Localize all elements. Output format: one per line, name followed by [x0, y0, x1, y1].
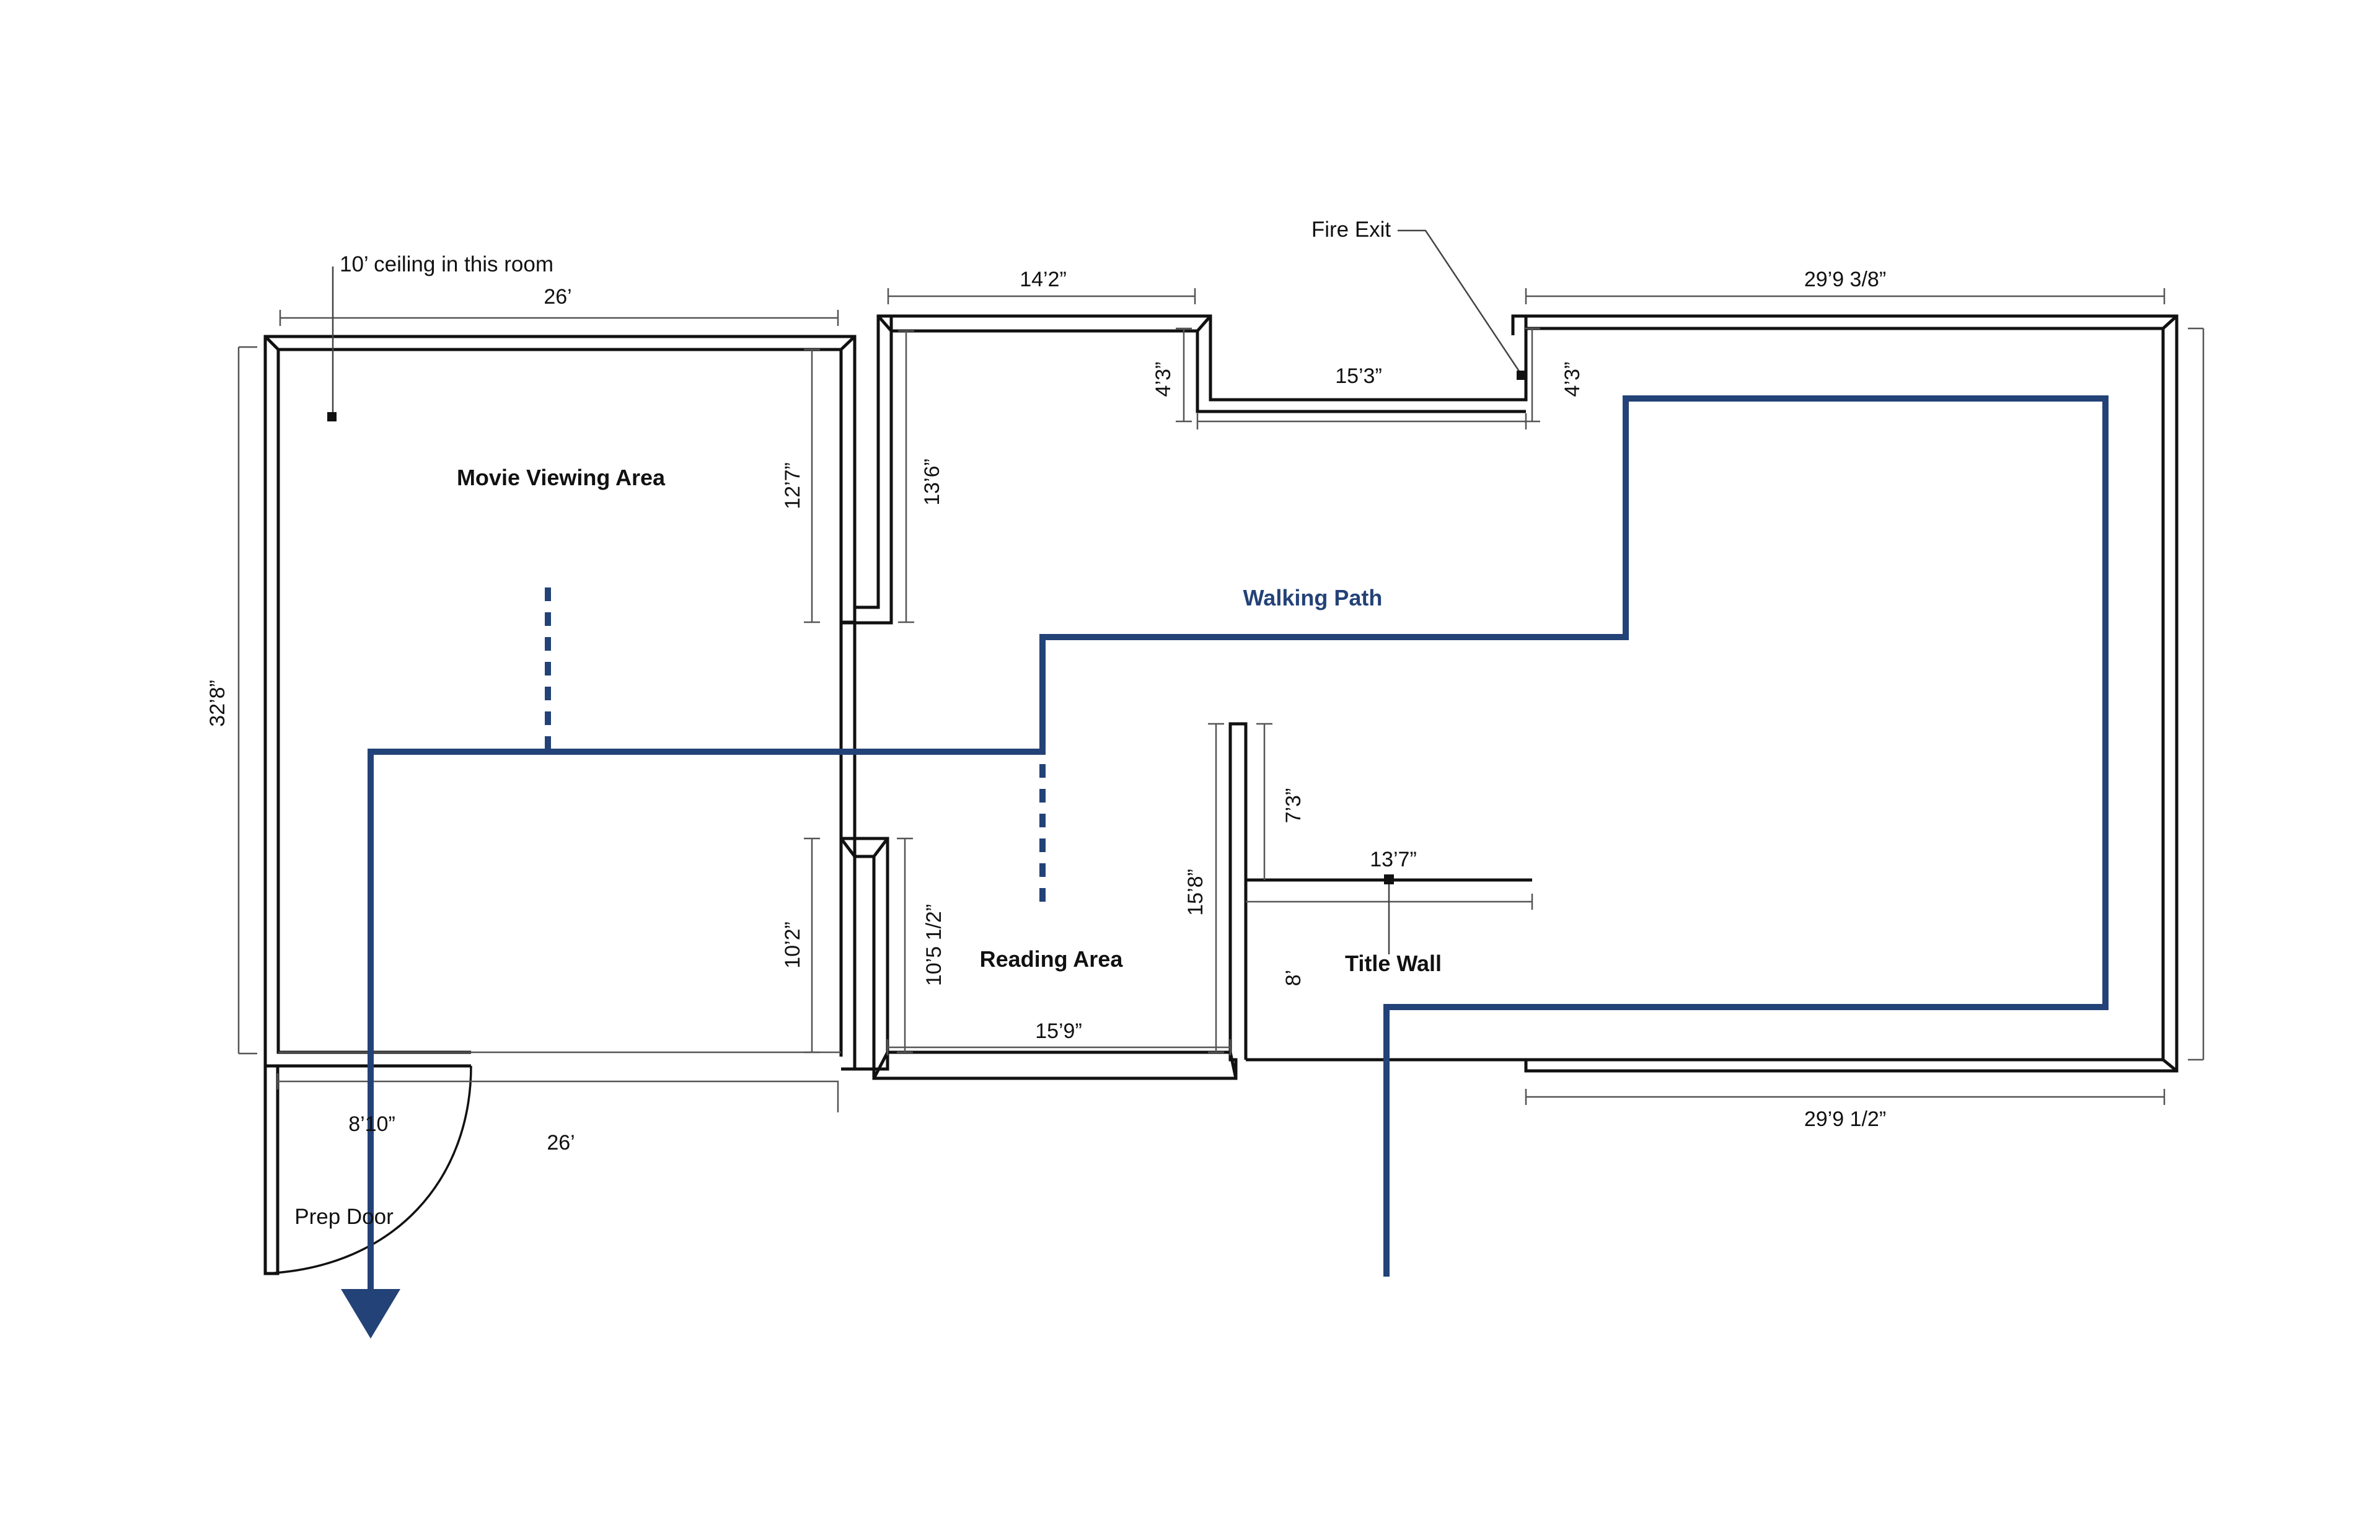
dim-line-notch-left — [1176, 327, 1192, 423]
dim-line-title-wall-upper — [1256, 723, 1272, 880]
dim-line-reading-bottom — [886, 1039, 1232, 1055]
reading-area-miter-right — [1228, 1052, 1238, 1079]
dim-title-wall-lower: 8’ — [1282, 970, 1305, 986]
movie-area-inner-wall — [276, 348, 843, 1057]
partition-lower-miter-right — [873, 837, 889, 858]
dim-line-gallery-right — [2188, 327, 2205, 1061]
dim-notch-right: 4’3” — [1561, 362, 1584, 397]
dim-title-wall-upper: 7’3” — [1282, 788, 1305, 824]
dim-movie-bottom: 26’ — [547, 1131, 575, 1155]
partition-lower-stub — [841, 837, 889, 1071]
dim-line-gallery-bottom — [1525, 1089, 2166, 1105]
dim-door-width: 8’10” — [348, 1112, 395, 1136]
prep-door-label: Prep Door — [294, 1205, 394, 1229]
reading-area-label: Reading Area — [980, 946, 1124, 972]
dim-line-gallery-top — [1525, 288, 2166, 304]
walking-path — [341, 395, 2109, 1339]
gallery-inner-wall — [1246, 327, 2165, 1062]
fire-exit-label: Fire Exit — [1311, 218, 1391, 242]
upper-room-outer-wall — [878, 314, 1528, 402]
title-wall-label: Title Wall — [1345, 951, 1442, 976]
dim-reading-right: 15’8” — [1184, 869, 1207, 916]
gallery-outer-wall — [1513, 314, 2179, 1073]
dim-notch-bottom: 15’3” — [1335, 364, 1382, 388]
walking-path-arrow-icon — [341, 1289, 400, 1339]
dim-line-reading-left — [897, 837, 913, 1054]
dim-line-notch-right — [1524, 327, 1540, 423]
movie-area-corner-miter-right — [840, 335, 856, 351]
partition-lower-miter-left — [840, 837, 856, 858]
dim-line-partition-upper — [804, 348, 820, 623]
movie-area-label: Movie Viewing Area — [457, 465, 666, 490]
dim-reading-left: 10’5 1/2” — [922, 904, 946, 986]
dim-line-notch-bottom — [1196, 413, 1527, 429]
fire-exit-leader — [1398, 229, 1523, 376]
dim-line-movie-left — [237, 346, 257, 1055]
prep-door-swing-arc — [265, 1065, 472, 1275]
dim-partition-upper: 12’7” — [781, 462, 804, 509]
dim-line-upper-room-left — [898, 330, 914, 623]
upper-room-corner-miter — [877, 315, 892, 332]
dim-gallery-bottom: 29’9 1/2” — [1804, 1107, 1886, 1131]
prep-door-leaf — [263, 1066, 280, 1275]
dim-line-partition-lower — [804, 837, 820, 1054]
movie-area-outer-wall — [263, 335, 857, 1069]
dim-line-movie-bottom — [276, 1073, 839, 1112]
ceiling-note-marker — [327, 412, 337, 421]
dim-title-wall-length: 13’7” — [1370, 848, 1417, 871]
dim-partition-lower: 10’2” — [781, 922, 804, 969]
dimension-lines — [237, 288, 2205, 1112]
title-wall-anchor — [1384, 874, 1394, 884]
dim-upper-room-left: 13’6” — [920, 459, 944, 506]
ceiling-note-label: 10’ ceiling in this room — [340, 252, 553, 276]
reading-area-miter — [872, 1051, 889, 1080]
partition-upper-stub — [841, 314, 893, 625]
upper-room-inner-wall — [891, 329, 1526, 413]
walking-path-line — [368, 395, 2109, 1292]
leaders — [327, 229, 1526, 954]
dim-notch-left: 4’3” — [1152, 362, 1175, 397]
dim-gallery-top: 29’9 3/8” — [1804, 268, 1886, 291]
dim-movie-left: 32’8” — [206, 680, 229, 727]
movie-area-corner-miter — [264, 335, 280, 351]
dim-upper-room-top: 14’2” — [1020, 268, 1067, 291]
dim-line-upper-room-top — [887, 288, 1196, 304]
dimension-labels: 26’ 26’ 8’10” 32’8” 12’7” 10’2” 14’2” 13… — [206, 268, 1886, 1155]
walking-path-label: Walking Path — [1243, 585, 1383, 610]
gallery-corner-miter-bottom — [2162, 1058, 2178, 1072]
upper-room-corner-miter-right — [1196, 315, 1212, 332]
dim-line-movie-top — [279, 310, 839, 326]
room-labels: Movie Viewing Area Reading Area Title Wa… — [294, 218, 1442, 1229]
dim-movie-top: 26’ — [544, 285, 571, 309]
fire-exit-marker — [1517, 371, 1526, 380]
walls — [263, 314, 2179, 1275]
dim-reading-bottom: 15’9” — [1035, 1019, 1082, 1043]
gallery-corner-miter — [2162, 315, 2178, 330]
dim-line-reading-right — [1208, 723, 1224, 1054]
